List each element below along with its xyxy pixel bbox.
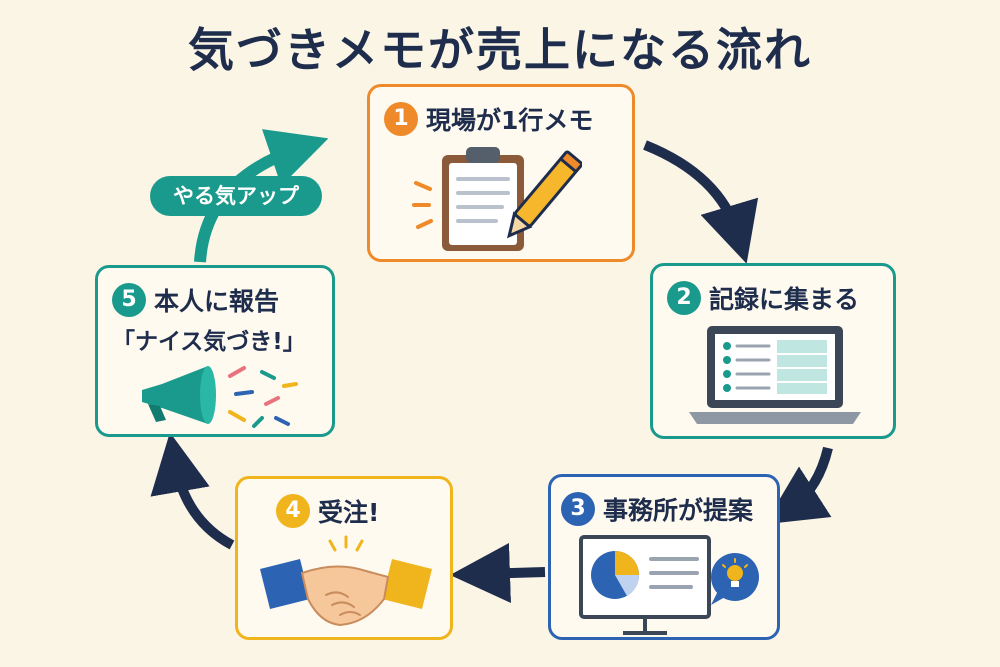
presentation-board-icon	[579, 535, 759, 635]
step-label-4: 受注!	[318, 498, 380, 527]
step-label-5: 本人に報告	[154, 287, 280, 316]
step-heading-5: 5 本人に報告	[112, 282, 279, 318]
step-number-5: 5	[112, 283, 146, 317]
step-number-4: 4	[276, 494, 310, 528]
step-card-3: 3 事務所が提案	[548, 474, 780, 640]
step-card-1: 1 現場が1行メモ	[367, 84, 635, 262]
arrow-3-to-4	[450, 543, 546, 603]
step-heading-4: 4 受注!	[276, 493, 379, 529]
step-label-3: 事務所が提案	[603, 496, 754, 525]
step-card-2: 2 記録に集まる	[650, 263, 896, 439]
step-label-2: 記録に集まる	[709, 285, 860, 314]
step-card-5: 5 本人に報告 「ナイス気づき!」	[95, 265, 335, 437]
clipboard-pencil-icon	[412, 147, 582, 251]
step-card-4: 4 受注!	[235, 476, 453, 640]
handshake-icon	[260, 535, 432, 627]
step-number-2: 2	[667, 281, 701, 315]
arrow-1-to-2	[643, 140, 759, 264]
diagram-title: 気づきメモが売上になる流れ	[188, 23, 812, 77]
step-number-3: 3	[561, 492, 595, 526]
laptop-list-icon	[689, 326, 861, 424]
motivation-up-badge: やる気アップ	[150, 176, 322, 216]
arrow-4-to-5	[150, 432, 235, 550]
step-label-1: 現場が1行メモ	[426, 106, 594, 135]
arrow-2-to-3	[764, 446, 833, 525]
step-sublabel-5: 「ナイス気づき!」	[112, 329, 306, 355]
megaphone-icon	[142, 366, 298, 428]
step-heading-2: 2 記録に集まる	[667, 280, 859, 316]
step-heading-3: 3 事務所が提案	[561, 491, 753, 527]
step-number-1: 1	[384, 102, 418, 136]
step-heading-1: 1 現場が1行メモ	[384, 101, 593, 137]
